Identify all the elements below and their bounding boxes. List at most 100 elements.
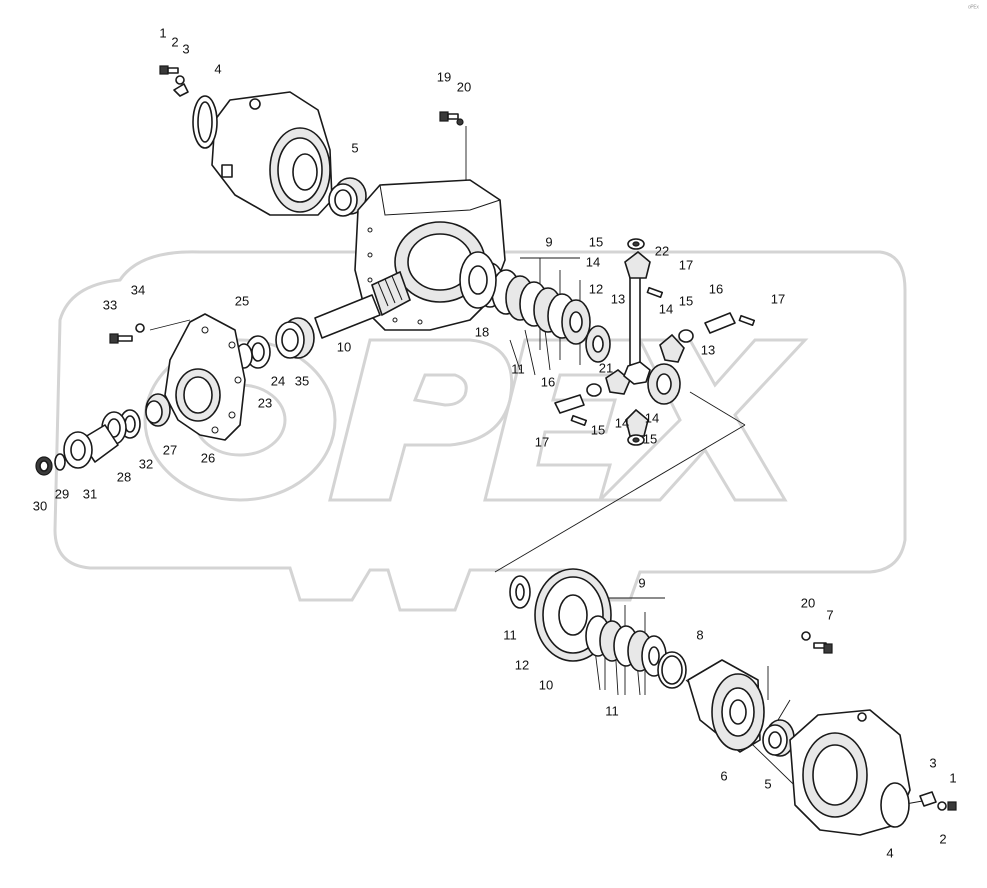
- callout-14: 14: [659, 301, 673, 316]
- part-washer-15-bottom: [627, 434, 645, 446]
- part-bearing-top: [328, 177, 367, 217]
- part-nut-30: [35, 456, 53, 476]
- part-pin-16-right: [704, 312, 736, 334]
- callout-15: 15: [591, 422, 605, 437]
- callout-16: 16: [709, 281, 723, 296]
- part-clutch-disc-lower-12: [509, 575, 531, 609]
- callout-32: 32: [139, 456, 153, 471]
- callout-3: 3: [182, 41, 189, 56]
- callout-1: 1: [159, 25, 166, 40]
- callout-20: 20: [457, 79, 471, 94]
- callout-30: 30: [33, 498, 47, 513]
- part-pinion-shaft: [314, 270, 411, 339]
- callout-11: 11: [503, 627, 517, 642]
- callout-29: 29: [55, 486, 69, 501]
- part-coupling-flange: [63, 424, 119, 469]
- callout-9: 9: [638, 575, 645, 590]
- part-o-ring-8: [657, 651, 687, 689]
- part-diff-case: [687, 659, 765, 753]
- callout-13: 13: [701, 342, 715, 357]
- callout-25: 25: [235, 293, 249, 308]
- part-side-gear-left: [585, 325, 611, 363]
- callout-2: 2: [171, 34, 178, 49]
- part-washer-15-right: [678, 329, 694, 343]
- callout-4: 4: [214, 61, 221, 76]
- callout-19: 19: [437, 69, 451, 84]
- part-side-gear-right: [647, 363, 681, 405]
- callout-12: 12: [589, 281, 603, 296]
- part-spider-21: [623, 361, 651, 385]
- callout-5: 5: [764, 776, 771, 791]
- callout-23: 23: [258, 395, 272, 410]
- callout-16: 16: [541, 374, 555, 389]
- part-roll-pin-17-b: [738, 314, 756, 327]
- callout-10: 10: [539, 677, 553, 692]
- callout-14: 14: [645, 410, 659, 425]
- callout-4: 4: [886, 845, 893, 860]
- part-bolt-lower-right: [919, 791, 957, 811]
- callout-22: 22: [655, 243, 669, 258]
- part-pinion-gear-right: [659, 333, 685, 363]
- callout-15: 15: [679, 293, 693, 308]
- part-shim-24-25: [235, 335, 271, 369]
- callout-34: 34: [131, 282, 145, 297]
- callout-6: 6: [720, 768, 727, 783]
- callout-3: 3: [929, 755, 936, 770]
- callout-15: 15: [643, 431, 657, 446]
- part-roll-pin-17-c: [570, 414, 588, 427]
- callout-24: 24: [271, 373, 285, 388]
- callout-33: 33: [103, 297, 117, 312]
- callout-17: 17: [535, 434, 549, 449]
- callout-35: 35: [295, 373, 309, 388]
- callout-17: 17: [771, 291, 785, 306]
- callout-5: 5: [351, 140, 358, 155]
- parts: [35, 65, 957, 836]
- callout-11: 11: [511, 361, 525, 376]
- part-pinion-gear-bottom: [625, 408, 649, 437]
- part-pinion-gear-top: [624, 250, 651, 279]
- part-bearing-lower: [762, 719, 795, 757]
- part-bearing-27: [145, 393, 171, 427]
- part-washer-15-top: [627, 238, 645, 250]
- callout-2: 2: [939, 831, 946, 846]
- callout-8: 8: [696, 627, 703, 642]
- callout-17: 17: [679, 257, 693, 272]
- callout-10: 10: [337, 339, 351, 354]
- part-flange-housing: [164, 313, 246, 441]
- watermark-letter-p: [328, 338, 514, 502]
- callout-21: 21: [599, 360, 613, 375]
- part-bolt-20-7-lower: [801, 631, 833, 654]
- callout-27: 27: [163, 442, 177, 457]
- callout-7: 7: [826, 607, 833, 622]
- part-housing-right: [789, 709, 911, 836]
- callout-26: 26: [201, 450, 215, 465]
- part-bolt-33-34: [109, 323, 145, 344]
- callout-20: 20: [801, 595, 815, 610]
- watermark-outline: [53, 250, 907, 612]
- corner-mark: ᵒᴾᴱˣ: [968, 5, 979, 12]
- callout-14: 14: [615, 415, 629, 430]
- opex-watermark: [53, 250, 907, 612]
- callout-11: 11: [605, 703, 619, 718]
- part-bolt-top-left: [159, 65, 189, 97]
- part-housing-left: [192, 91, 333, 216]
- callout-1: 1: [949, 770, 956, 785]
- callout-14: 14: [586, 254, 600, 269]
- callout-12: 12: [515, 657, 529, 672]
- part-bearing-35: [275, 317, 315, 359]
- part-pin-16-left: [554, 394, 585, 414]
- callout-9: 9: [545, 234, 552, 249]
- part-clutch-pack-lower: [585, 615, 667, 677]
- part-washer-15-left: [586, 383, 602, 397]
- callout-15: 15: [589, 234, 603, 249]
- part-washer-29: [54, 453, 66, 471]
- part-bolt-19-20: [439, 111, 464, 126]
- callout-28: 28: [117, 469, 131, 484]
- callout-18: 18: [475, 324, 489, 339]
- part-flange-18: [459, 251, 497, 309]
- callout-13: 13: [611, 291, 625, 306]
- part-roll-pin-17-a: [646, 286, 664, 299]
